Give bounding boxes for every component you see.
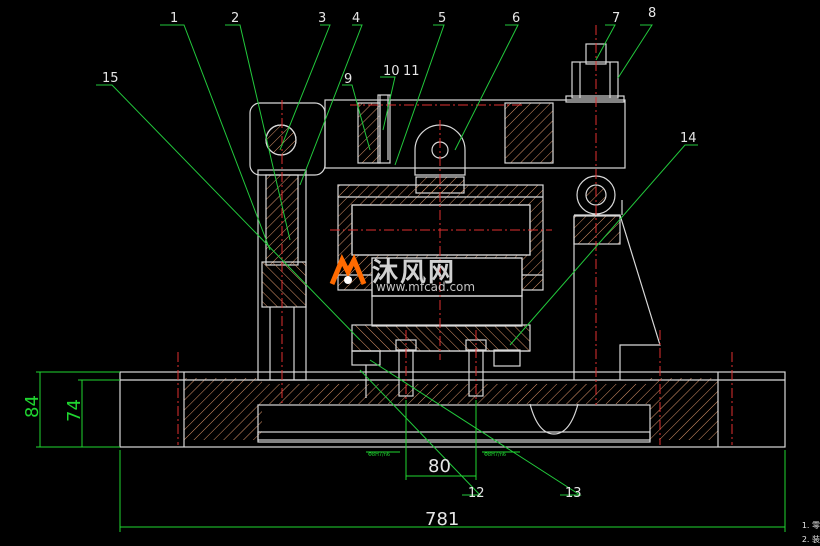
balloon-7: 7 [612, 11, 620, 26]
balloon-15: 15 [102, 71, 119, 86]
balloon-13: 13 [565, 486, 582, 501]
dim-hole-spacing: 80 [428, 456, 451, 477]
balloon-14: 14 [680, 131, 697, 146]
dim-total-height: 84 [22, 395, 43, 418]
balloon-2: 2 [231, 11, 239, 26]
balloon-10: 10 [383, 64, 400, 79]
balloon-1: 1 [170, 11, 178, 26]
balloon-11: 11 [403, 64, 420, 79]
dim-base-height: 74 [64, 399, 85, 422]
watermark-url: www.mfcad.com [376, 280, 476, 294]
balloon-6: 6 [512, 11, 520, 26]
fit-callout-left: Φ8H7/n6 [368, 452, 390, 458]
dim-overall-width: 781 [425, 509, 459, 530]
watermark-chinese: 沐风网 [372, 258, 457, 288]
right-support [573, 175, 661, 380]
watermark: 沐风网 www.mfcad.com [320, 250, 500, 294]
mfcad-logo-icon [329, 254, 367, 285]
dimension-text: 84 74 80 781 Φ8H7/n6 Φ8H7/n6 [22, 395, 506, 530]
fit-callout-right: Φ8H7/n6 [484, 452, 506, 458]
leader-lines [96, 24, 698, 496]
centerlines [177, 25, 733, 445]
balloon-12: 12 [468, 486, 485, 501]
tech-note-1: 1. 零 [801, 521, 820, 530]
right-nut [565, 43, 625, 103]
balloon-5: 5 [438, 11, 446, 26]
balloon-3: 3 [318, 11, 326, 26]
balloon-8: 8 [648, 6, 656, 21]
base-plate [119, 371, 786, 448]
dimension-lines [36, 371, 786, 532]
balloon-9: 9 [344, 72, 352, 87]
balloon-4: 4 [352, 11, 360, 26]
left-cam-lever [249, 102, 326, 176]
tech-note-2: 2. 装 [801, 535, 820, 544]
balloon-labels: 1 2 3 4 5 6 7 8 9 10 11 12 13 14 15 [102, 6, 697, 501]
